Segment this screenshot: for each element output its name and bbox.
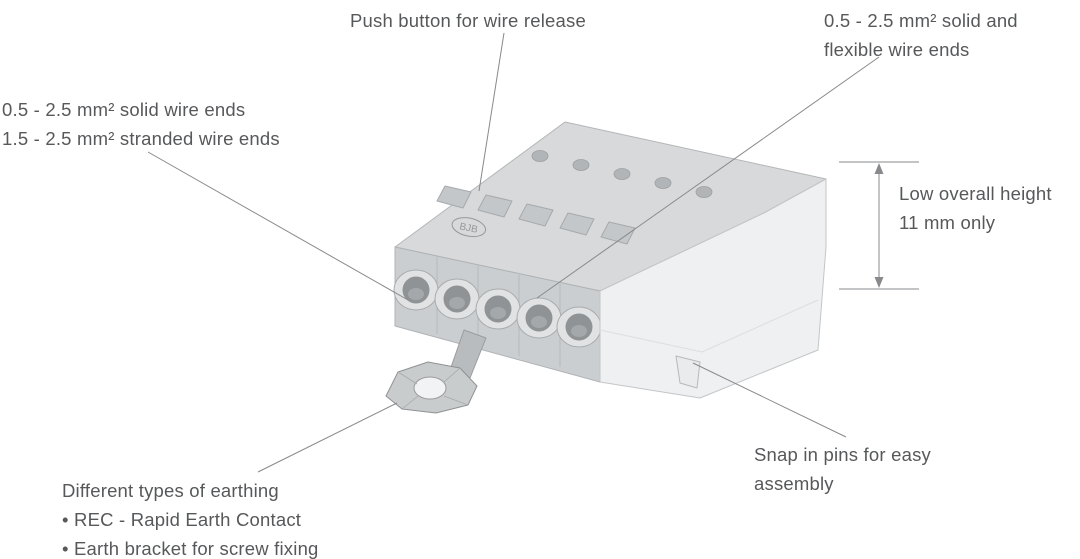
wire-entry-hole [393,269,439,311]
wire-entry-hole [475,288,521,330]
label-snap-pins-line1: Snap in pins for easy [754,444,931,465]
leader-snap-pins [692,362,847,438]
label-wire-ends-left-line1: 0.5 - 2.5 mm² solid wire ends [2,99,246,120]
label-earthing-title: Different types of earthing [62,480,279,501]
connector-illustration: BJB [385,121,827,414]
label-push-button: Push button for wire release [350,6,586,35]
brand-marking: BJB [451,217,487,238]
label-overall-height-line1: Low overall height [899,183,1052,204]
leader-push-button [478,32,505,192]
push-button [600,221,636,245]
push-button [436,185,472,209]
cover-crease [599,299,819,353]
push-buttons [436,185,636,245]
label-wire-ends-right: 0.5 - 2.5 mm² solid and flexible wire en… [824,6,1018,64]
label-earthing: Different types of earthing • REC - Rapi… [62,476,319,559]
push-button [559,212,595,236]
label-snap-pins-line2: assembly [754,473,834,494]
brand-marking-text: BJB [458,221,479,236]
leader-wire-ends-right [536,56,880,299]
top-face-openings [531,150,713,198]
leader-wire-ends-left [147,151,409,301]
height-arrowhead-down [874,277,884,288]
wire-entry-holes [393,269,602,348]
wire-entry-hole [556,306,602,348]
label-push-button-text: Push button for wire release [350,10,586,31]
earth-bracket-hole [413,376,447,400]
wire-entry-hole [516,297,562,339]
push-button [518,203,554,227]
label-wire-ends-right-line1: 0.5 - 2.5 mm² solid and [824,10,1018,31]
leader-lines [147,32,880,473]
wire-entry-hole [434,278,480,320]
label-earthing-item2: • Earth bracket for screw fixing [62,538,319,559]
snap-in-pin [675,355,701,389]
label-overall-height: Low overall height 11 mm only [899,179,1052,237]
earth-bracket-facets [397,367,469,410]
connector-cover [599,178,827,399]
label-wire-ends-left-line2: 1.5 - 2.5 mm² stranded wire ends [2,128,280,149]
leader-earthing [257,402,398,473]
label-overall-height-line2: 11 mm only [899,212,996,233]
label-wire-ends-right-line2: flexible wire ends [824,39,970,60]
label-earthing-item1: • REC - Rapid Earth Contact [62,509,302,530]
label-snap-pins: Snap in pins for easy assembly [754,440,931,498]
label-wire-ends-left: 0.5 - 2.5 mm² solid wire ends 1.5 - 2.5 … [2,95,280,153]
push-button [477,194,513,218]
height-arrowhead-up [874,163,884,174]
height-measure [839,161,919,290]
